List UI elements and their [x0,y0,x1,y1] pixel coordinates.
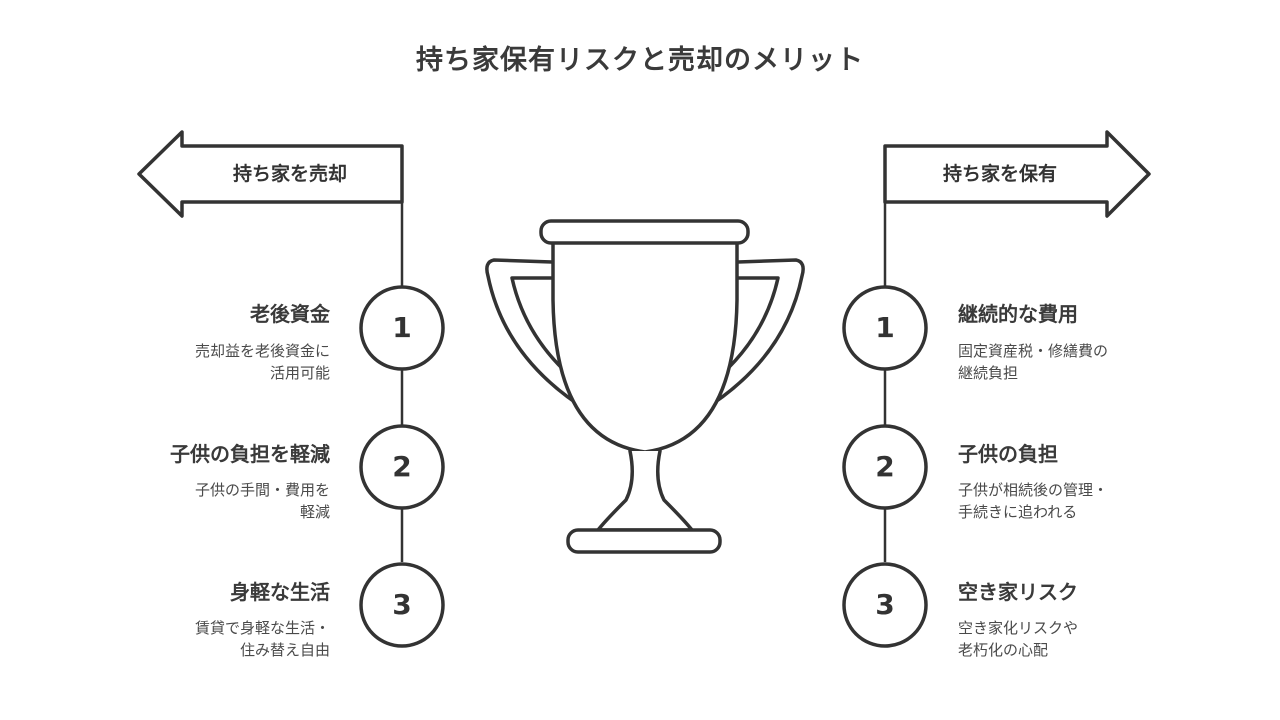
left-item-desc-3-line-2: 住み替え自由 [239,641,330,659]
left-item-desc-1-line-1: 売却益を老後資金に [194,342,330,360]
right-step-circle-3 [842,562,928,648]
right-item-desc-2-line-2: 手続きに追われる [958,503,1078,521]
right-item-desc-3-line-2: 老朽化の心配 [958,641,1049,659]
left-item-desc-2-line-1: 子供の手間・費用を [194,481,330,499]
right-step-circle-1 [842,285,928,371]
left-item-desc-3: 賃貸で身軽な生活・ 住み替え自由 [195,617,330,661]
right-item-desc-3-line-1: 空き家化リスクや [958,619,1079,637]
left-item-title-1: 老後資金 [250,302,330,326]
right-item-desc-1-line-1: 固定資産税・修繕費の [958,342,1109,360]
left-item-title-3: 身軽な生活 [230,580,330,604]
left-step-circle-3 [359,562,445,648]
arrow-left-icon [137,130,404,218]
left-step-number-3: 3 [392,588,412,621]
left-item-desc-2: 子供の手間・費用を 軽減 [195,479,330,523]
trophy-icon [485,219,805,554]
left-arrow-label: 持ち家を売却 [232,163,347,185]
right-item-desc-1: 固定資産税・修繕費の 継続負担 [958,340,1108,384]
left-item-desc-3-line-1: 賃貸で身軽な生活・ [194,619,330,637]
left-step-circle-2 [359,424,445,510]
right-arrow-label: 持ち家を保有 [942,163,1057,185]
right-item-desc-2: 子供が相続後の管理・ 手続きに追われる [958,479,1108,523]
right-item-desc-2-line-1: 子供が相続後の管理・ [958,481,1109,499]
right-item-title-3: 空き家リスク [958,580,1078,604]
right-item-desc-1-line-2: 継続負担 [958,364,1019,382]
right-item-desc-3: 空き家化リスクや 老朽化の心配 [958,617,1078,661]
left-step-circle-1 [359,285,445,371]
left-item-desc-1-line-2: 活用可能 [269,364,330,382]
right-step-number-2: 2 [875,450,895,483]
left-item-desc-1: 売却益を老後資金に 活用可能 [195,340,330,384]
right-step-number-3: 3 [875,588,895,621]
left-step-number-2: 2 [392,450,412,483]
left-item-desc-2-line-2: 軽減 [299,503,330,521]
left-item-title-2: 子供の負担を軽減 [170,442,330,466]
left-step-number-1: 1 [392,311,412,344]
right-step-circle-2 [842,424,928,510]
arrow-right-icon [883,130,1151,218]
right-item-title-2: 子供の負担 [958,442,1058,466]
page-title: 持ち家保有リスクと売却のメリット [416,45,864,76]
right-step-number-1: 1 [875,311,895,344]
right-item-title-1: 継続的な費用 [958,302,1078,326]
